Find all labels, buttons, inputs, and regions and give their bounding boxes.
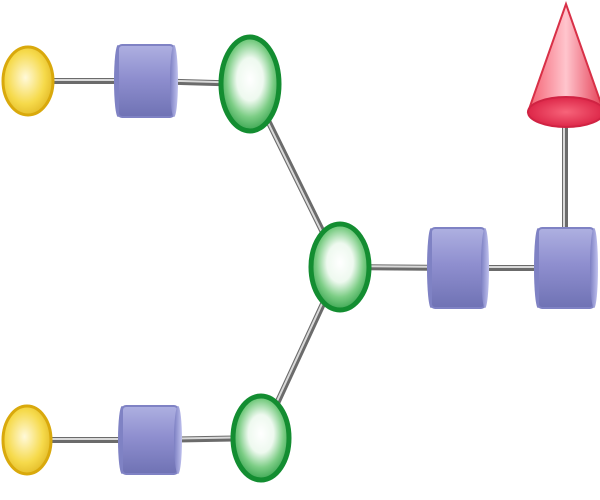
- glcnac-square-right-cap-icon: [481, 228, 489, 308]
- upper-mannose-node: [218, 34, 282, 134]
- galactose-circle-icon: [1, 45, 55, 117]
- mannose-circle-icon: [230, 393, 292, 483]
- galactose-circle-icon: [1, 404, 53, 476]
- glcnac-square-icon: [430, 227, 486, 309]
- mannose-circle-icon: [218, 34, 282, 134]
- glcnac-square-right-cap-icon: [170, 45, 178, 117]
- glcnac-square-icon: [537, 227, 595, 309]
- core-mannose-node: [308, 221, 372, 313]
- glcnac-square-right-cap-icon: [590, 228, 598, 308]
- core-fucose-node: [526, 0, 600, 128]
- lower-glcnac-node: [118, 405, 182, 475]
- upper-galactose-node: [1, 45, 55, 117]
- core-glcnac-reducing-node: [534, 227, 598, 309]
- lower-galactose-node: [1, 404, 53, 476]
- fucose-triangle-base-icon: [527, 96, 600, 128]
- core-glcnac-inner-node: [427, 227, 489, 309]
- upper-glcnac-node: [114, 44, 178, 118]
- glcnac-square-right-cap-icon: [174, 406, 182, 474]
- glcnac-square-icon: [121, 405, 179, 475]
- lower-mannose-node: [230, 393, 292, 483]
- glcnac-square-icon: [117, 44, 175, 118]
- mannose-circle-icon: [308, 221, 372, 313]
